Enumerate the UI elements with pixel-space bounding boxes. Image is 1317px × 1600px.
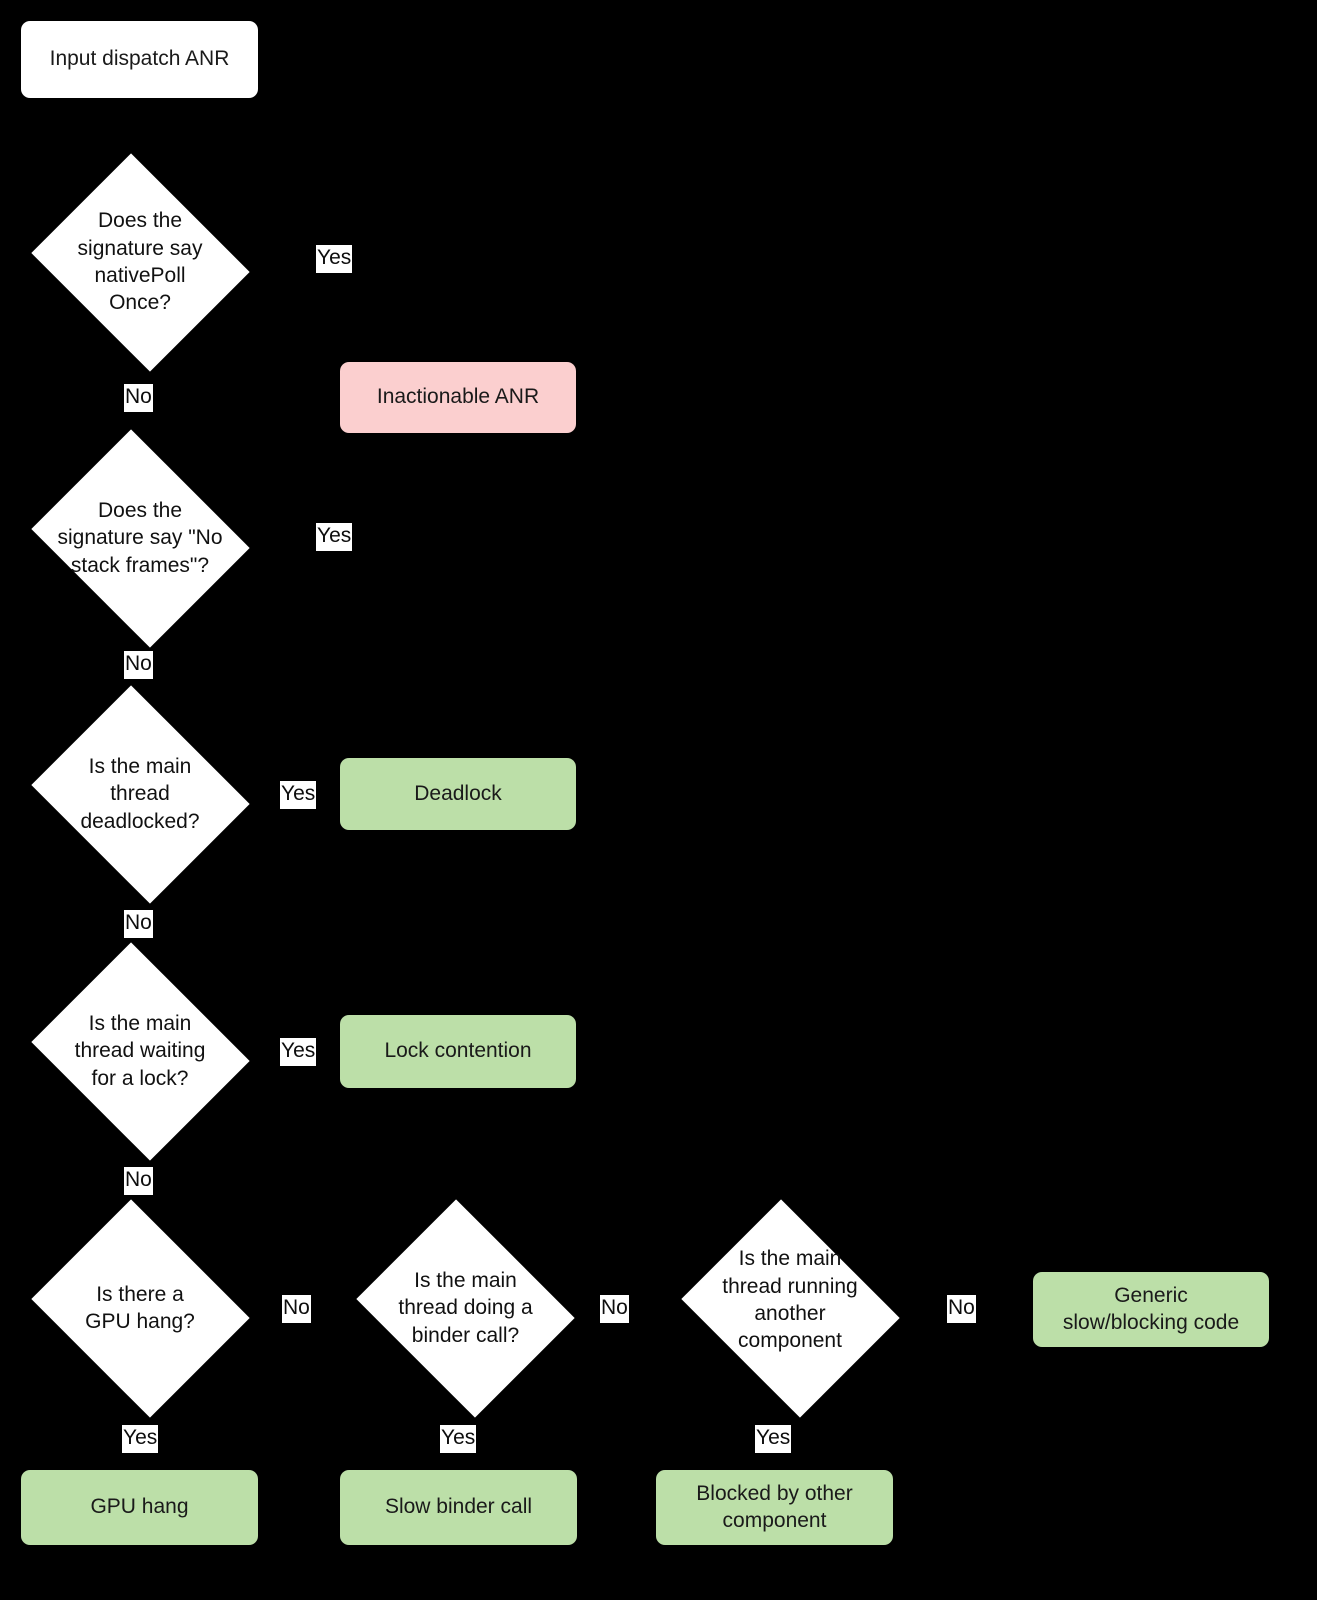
node-decision-main-thread-deadlocked-label: Is the main thread deadlocked? <box>80 755 200 833</box>
edge-label-d6-no: No <box>600 1295 629 1323</box>
node-outcome-generic-slow-blocking-code-label: Generic slow/blocking code <box>1062 1283 1240 1334</box>
edge-label-d2-yes: Yes <box>316 523 353 551</box>
edge-label-d7-yes: Yes <box>755 1425 792 1453</box>
node-decision-running-another-component-label: Is the main thread running another compo… <box>722 1247 858 1353</box>
node-outcome-deadlock[interactable]: Deadlock <box>340 758 576 830</box>
node-decision-waiting-for-lock-label: Is the main thread waiting for a lock? <box>74 1012 206 1090</box>
node-outcome-blocked-by-other-component-label: Blocked by other component <box>696 1481 853 1532</box>
edge-label-d7-no: No <box>947 1295 976 1323</box>
edge-d2-yes-vertical <box>456 433 459 538</box>
edge-label-d4-yes: Yes <box>280 1038 317 1066</box>
node-outcome-blocked-by-other-component[interactable]: Blocked by other component <box>656 1470 893 1545</box>
edge-start-to-d1 <box>138 98 141 164</box>
edge-label-d1-no: No <box>124 384 153 412</box>
edge-label-d5-no: No <box>282 1295 311 1323</box>
edge-label-d5-yes: Yes <box>122 1425 159 1453</box>
node-outcome-lock-contention[interactable]: Lock contention <box>340 1015 576 1088</box>
node-outcome-slow-binder-call-label: Slow binder call <box>384 1495 533 1519</box>
node-decision-main-thread-deadlocked[interactable]: Is the main thread deadlocked? <box>22 684 258 904</box>
node-outcome-lock-contention-label: Lock contention <box>384 1039 532 1063</box>
node-outcome-inactionable-anr[interactable]: Inactionable ANR <box>340 362 576 433</box>
node-start-label: Input dispatch ANR <box>49 47 230 71</box>
edge-d1-yes-horizontal <box>258 261 458 264</box>
node-decision-gpu-hang-label: Is there a GPU hang? <box>85 1282 195 1333</box>
edge-label-d3-yes: Yes <box>280 781 317 809</box>
node-outcome-gpu-hang[interactable]: GPU hang <box>21 1470 258 1545</box>
node-outcome-gpu-hang-label: GPU hang <box>90 1495 189 1519</box>
edge-label-d4-no: No <box>124 1167 153 1195</box>
node-decision-no-stack-frames[interactable]: Does the signature say "No stack frames"… <box>22 428 258 648</box>
edge-label-d1-yes: Yes <box>316 245 353 273</box>
node-decision-no-stack-frames-label: Does the signature say "No stack frames"… <box>57 499 223 577</box>
node-decision-nativepollonce[interactable]: Does the signature say nativePoll Once? <box>22 152 258 372</box>
node-decision-waiting-for-lock[interactable]: Is the main thread waiting for a lock? <box>22 941 258 1161</box>
node-decision-nativepollonce-label: Does the signature say nativePoll Once? <box>77 209 203 315</box>
edge-label-d3-no: No <box>124 910 153 938</box>
node-decision-running-another-component[interactable]: Is the main thread running another compo… <box>672 1198 908 1418</box>
edge-d1-yes-vertical <box>456 261 459 363</box>
edge-label-d2-no: No <box>124 651 153 679</box>
edge-d2-yes-horizontal <box>258 536 458 539</box>
node-decision-binder-call-label: Is the main thread doing a binder call? <box>398 1269 533 1347</box>
node-outcome-inactionable-anr-label: Inactionable ANR <box>376 385 540 409</box>
node-outcome-slow-binder-call[interactable]: Slow binder call <box>340 1470 577 1545</box>
node-decision-binder-call[interactable]: Is the main thread doing a binder call? <box>347 1198 584 1418</box>
node-start[interactable]: Input dispatch ANR <box>21 21 258 98</box>
edge-label-d6-yes: Yes <box>440 1425 477 1453</box>
node-outcome-generic-slow-blocking-code[interactable]: Generic slow/blocking code <box>1033 1272 1269 1347</box>
node-decision-gpu-hang[interactable]: Is there a GPU hang? <box>22 1198 258 1418</box>
node-outcome-deadlock-label: Deadlock <box>414 781 502 805</box>
